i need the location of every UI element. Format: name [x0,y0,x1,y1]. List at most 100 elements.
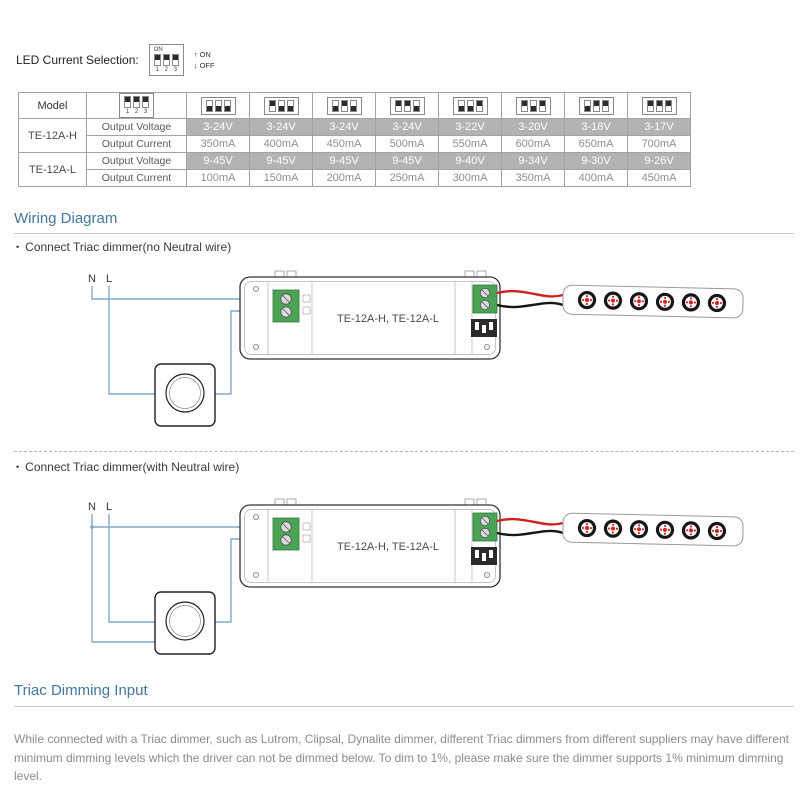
voltage-value: 3-17V [627,118,691,136]
dimmer-knob [165,373,205,413]
dip-legend-off-label: OFF [199,61,215,70]
dip-switch-icon [326,96,362,115]
voltage-value: 3-24V [186,118,250,136]
triac-dimmer [154,591,216,655]
current-value: 350mA [186,135,250,153]
dip-header-cell-4 [375,92,439,119]
dip-switch-icon [200,96,236,115]
neutral-label: N [88,273,96,285]
voltage-value: 3-18V [564,118,628,136]
dip-header-cell-3 [312,92,376,119]
current-value: 600mA [501,135,565,153]
bullet-icon: • [16,462,20,472]
dip-header-cell-5 [438,92,502,119]
wire-junction [90,525,94,529]
current-value: 650mA [564,135,628,153]
current-value: 200mA [312,169,376,187]
section-divider [14,706,794,707]
current-value: 350mA [501,169,565,187]
current-value: 400mA [564,169,628,187]
live-wire [108,514,155,623]
neutral-wire-to-dimmer [91,514,155,643]
wiring-diagram-title: Wiring Diagram [14,210,118,227]
row-label: Output Voltage [86,118,187,136]
voltage-value: 9-45V [375,152,439,170]
current-value: 250mA [375,169,439,187]
section-divider [14,233,794,234]
wiring-diagram-no-neutral: TE-12A-H, TE-12A-L [88,256,800,427]
current-value: 150mA [249,169,313,187]
current-value: 400mA [249,135,313,153]
up-arrow-icon: ↑ [193,49,198,59]
dashed-divider [14,451,794,452]
live-label: L [106,273,112,285]
dip-switch-icon [515,96,551,115]
down-arrow-icon: ↓ [193,61,198,70]
model-name: TE-12A-L [18,152,87,187]
triac-dimming-body-text: While connected with a Triac dimmer, suc… [14,732,789,784]
diagram1-caption-text: Connect Triac dimmer(no Neutral wire) [25,240,232,254]
voltage-value: 9-26V [627,152,691,170]
live-wire [108,286,155,395]
dip-switch-icon [578,96,614,115]
wiring-diagram-with-neutral: N L [88,484,800,655]
dip-switch-icon [263,96,299,115]
dip-header-cell-7 [564,92,628,119]
neutral-wire [91,286,273,300]
dip-switch-icon [641,96,677,115]
current-value: 550mA [438,135,502,153]
dip-legend-off-row: ↓ OFF [194,60,215,71]
row-label: Output Current [86,135,187,153]
dip-on-off-legend: ↑ ON ↓ OFF [194,49,215,72]
voltage-value: 9-30V [564,152,628,170]
led-current-selection-label: LED Current Selection: [16,53,139,67]
current-value: 700mA [627,135,691,153]
triac-dimmer [154,363,216,427]
voltage-value: 3-22V [438,118,502,136]
current-value: 450mA [312,135,376,153]
bullet-icon: • [16,242,20,252]
voltage-value: 9-45V [249,152,313,170]
voltage-value: 3-24V [375,118,439,136]
diagram2-caption-text: Connect Triac dimmer(with Neutral wire) [25,460,240,474]
table-row: Output Current 350mA 400mA 450mA 500mA 5… [19,135,691,153]
triac-dimming-input-title: Triac Dimming Input [14,682,148,699]
dip-header-cell-2 [249,92,313,119]
table-row: TE-12A-H Output Voltage 3-24V 3-24V 3-24… [18,118,691,153]
model-name: TE-12A-H [18,118,87,153]
diagram2-caption: • Connect Triac dimmer(with Neutral wire) [16,460,239,474]
dip-switch-icon [389,96,425,115]
diagram1-caption: • Connect Triac dimmer(no Neutral wire) [16,240,231,254]
current-value: 100mA [186,169,250,187]
current-value: 500mA [375,135,439,153]
table-row: TE-12A-L Output Voltage 9-45V 9-45V 9-45… [18,152,691,187]
neutral-label: N [88,501,96,513]
model-header: Model [18,92,87,119]
table-row: Output Current 100mA 150mA 200mA 250mA 3… [19,169,691,187]
voltage-value: 3-20V [501,118,565,136]
row-label: Output Voltage [86,152,187,170]
dip-header-cell-8 [627,92,691,119]
row-label: Output Current [86,169,187,187]
voltage-value: 9-40V [438,152,502,170]
dip-legend-on-label: ON [199,49,211,59]
dip-header-cell-6 [501,92,565,119]
current-value: 450mA [627,169,691,187]
current-value: 300mA [438,169,502,187]
voltage-value: 9-34V [501,152,565,170]
dimmer-knob [165,601,205,641]
voltage-value: 3-24V [312,118,376,136]
voltage-value: 9-45V [186,152,250,170]
dip-header-cell-1 [186,92,250,119]
voltage-value: 9-45V [312,152,376,170]
voltage-value: 3-24V [249,118,313,136]
dip-switch-icon [452,96,488,115]
dip-legend-on-row: ↑ ON [194,49,215,60]
live-label: L [106,501,112,513]
